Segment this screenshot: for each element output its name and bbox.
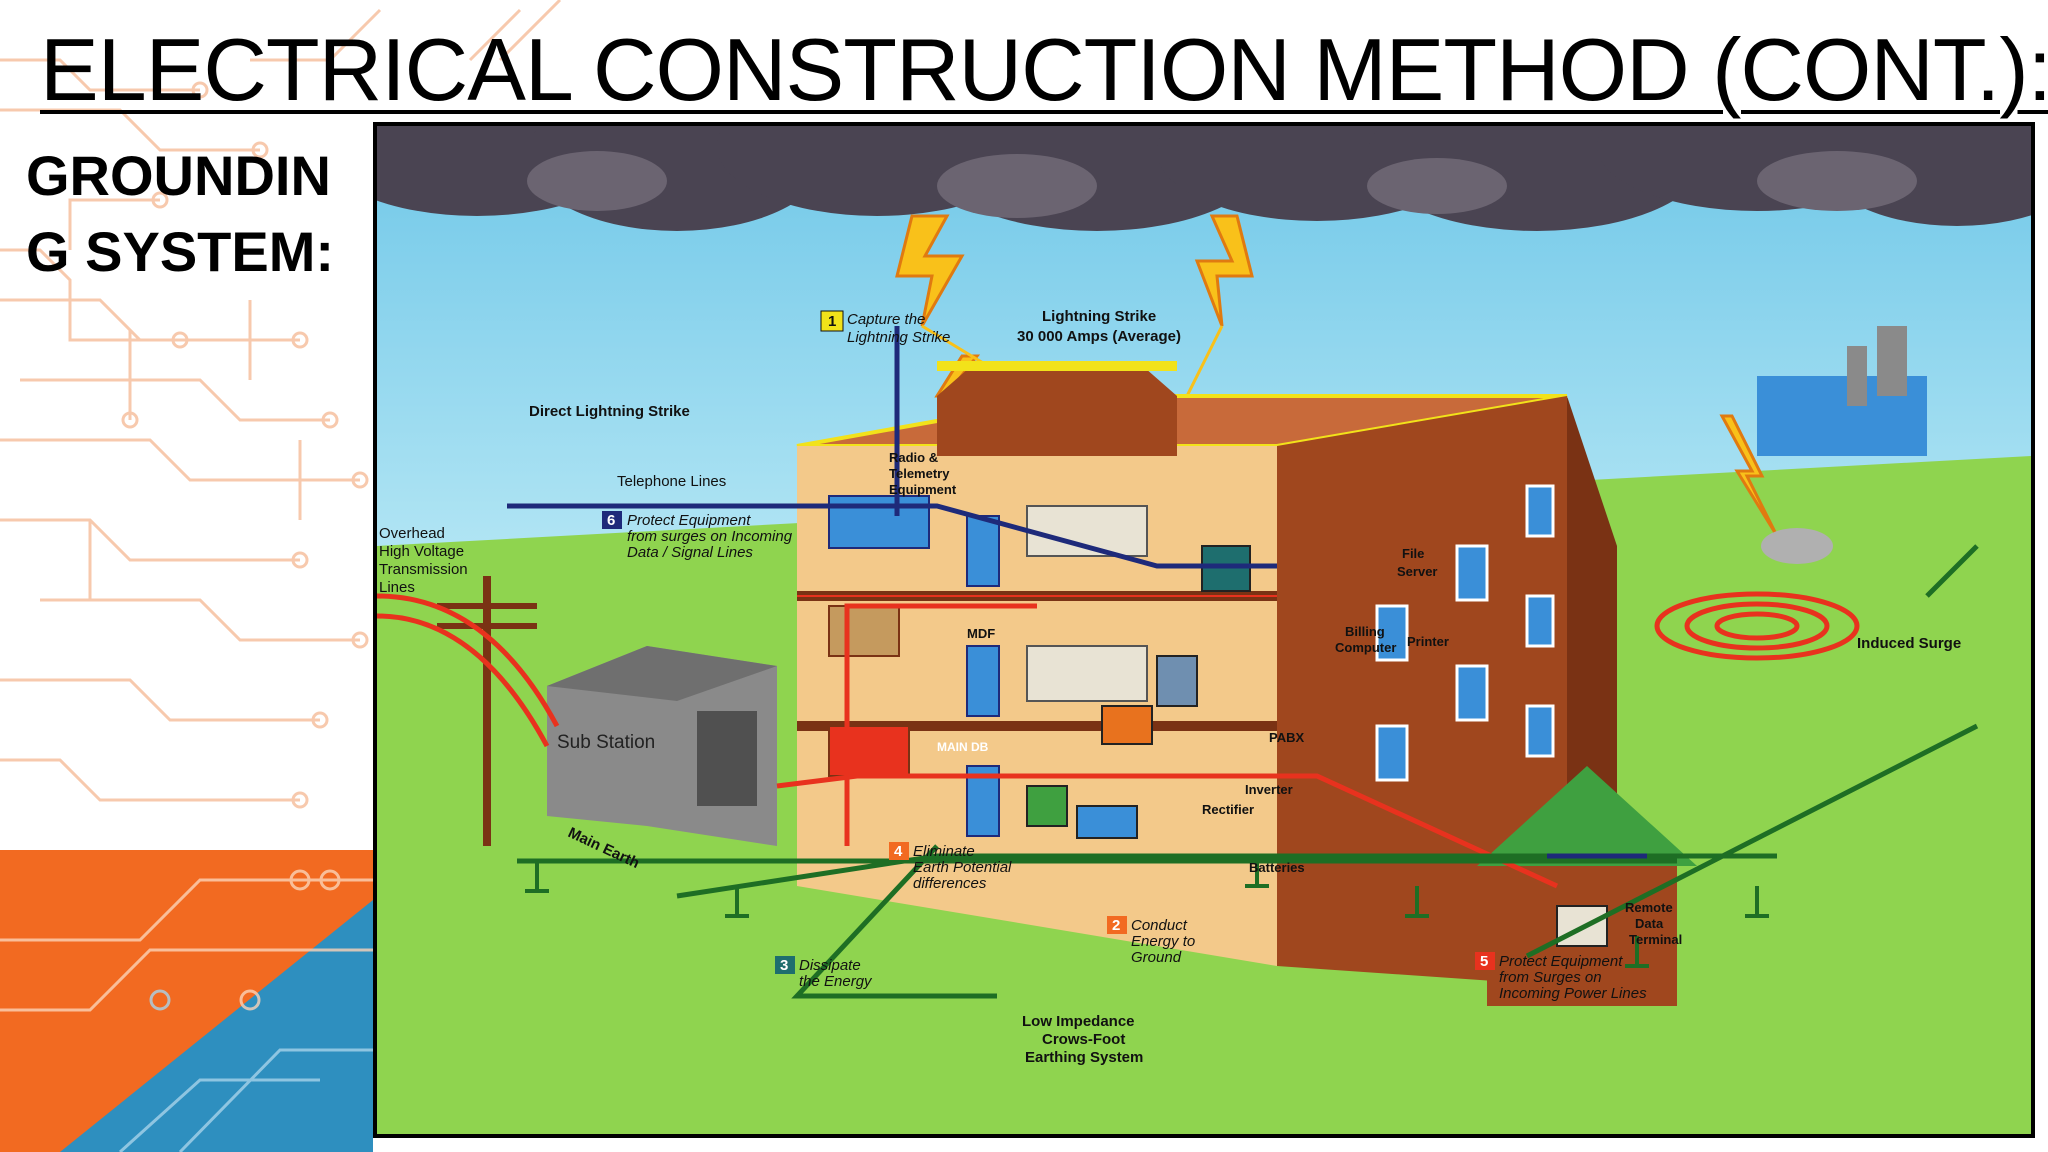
overhead-label-2: High Voltage bbox=[379, 543, 464, 560]
strike-label-1: Lightning Strike bbox=[1042, 308, 1156, 325]
direct-strike-label: Direct Lightning Strike bbox=[529, 403, 690, 420]
remote-label-1: Remote bbox=[1625, 900, 1673, 915]
capture-number: 1 bbox=[828, 313, 836, 330]
induced-surge-label: Induced Surge bbox=[1857, 635, 1961, 652]
protect6-label-2: from surges on Incoming bbox=[627, 528, 793, 545]
slide-subtitle: GROUNDIN G SYSTEM: bbox=[26, 138, 334, 290]
dissipate-label-2: the Energy bbox=[799, 973, 873, 990]
diagram-labels: 1 Capture the Lightning Strike Lightning… bbox=[379, 308, 1961, 1066]
strike-label-2: 30 000 Amps (Average) bbox=[1017, 328, 1181, 345]
telephone-lines-label: Telephone Lines bbox=[617, 473, 726, 490]
capture-label-2: Lightning Strike bbox=[847, 329, 950, 346]
inverter-label: Inverter bbox=[1245, 782, 1293, 797]
main-building bbox=[796, 361, 1617, 986]
circuit-pattern bbox=[0, 0, 562, 809]
conduct-label-1: Conduct bbox=[1131, 917, 1188, 934]
overhead-label-4: Lines bbox=[379, 579, 415, 596]
billing-label-2: Computer bbox=[1335, 640, 1396, 655]
overhead-label-3: Transmission bbox=[379, 561, 468, 578]
ground-stakes bbox=[525, 856, 1769, 968]
overhead-label-1: Overhead bbox=[379, 525, 445, 542]
batteries-label: Batteries bbox=[1249, 860, 1305, 875]
eliminate-label-3: differences bbox=[913, 875, 987, 892]
eliminate-label-2: Earth Potential bbox=[913, 859, 1012, 876]
protect5-number: 5 bbox=[1480, 953, 1488, 970]
low-impedance-label-2: Crows-Foot bbox=[1042, 1031, 1125, 1048]
grounding-diagram: 1 Capture the Lightning Strike Lightning… bbox=[373, 122, 2035, 1138]
low-impedance-label-1: Low Impedance bbox=[1022, 1013, 1135, 1030]
conduct-number: 2 bbox=[1112, 917, 1120, 934]
conduct-label-3: Ground bbox=[1131, 949, 1182, 966]
protect5-label-3: Incoming Power Lines bbox=[1499, 985, 1647, 1002]
file-server-label-2: Server bbox=[1397, 564, 1437, 579]
signal-lines bbox=[507, 326, 1647, 859]
low-impedance-label-3: Earthing System bbox=[1025, 1049, 1143, 1066]
mdf-label: MDF bbox=[967, 626, 995, 641]
conduct-label-2: Energy to bbox=[1131, 933, 1195, 950]
file-server-label-1: File bbox=[1402, 546, 1424, 561]
radio-label-2: Telemetry bbox=[889, 466, 950, 481]
grounding-illustration: 1 Capture the Lightning Strike Lightning… bbox=[377, 126, 2031, 1134]
eliminate-number: 4 bbox=[894, 843, 903, 860]
protect6-label-3: Data / Signal Lines bbox=[627, 544, 753, 561]
remote-label-2: Data bbox=[1635, 916, 1664, 931]
power-pole bbox=[437, 576, 537, 846]
radio-label-1: Radio & bbox=[889, 450, 938, 465]
printer-label: Printer bbox=[1407, 634, 1449, 649]
radio-label-3: Equipment bbox=[889, 482, 957, 497]
remote-label-3: Terminal bbox=[1629, 932, 1682, 947]
dissipate-number: 3 bbox=[780, 957, 788, 974]
billing-label-1: Billing bbox=[1345, 624, 1385, 639]
power-lines bbox=[377, 593, 1559, 889]
ground-conductors bbox=[517, 544, 1979, 999]
blue-accent-band bbox=[60, 900, 373, 1152]
pabx-label: PABX bbox=[1269, 730, 1304, 745]
protect5-label-2: from Surges on bbox=[1499, 969, 1602, 986]
capture-label-1: Capture the bbox=[847, 311, 925, 328]
protect6-label-1: Protect Equipment bbox=[627, 512, 751, 529]
sub-station-label: Sub Station bbox=[557, 732, 655, 753]
main-db-label: MAIN DB bbox=[937, 740, 989, 754]
subtitle-line-2: G SYSTEM: bbox=[26, 220, 335, 283]
slide-title: ELECTRICAL CONSTRUCTION METHOD (CONT.): bbox=[40, 20, 2048, 119]
dissipate-label-1: Dissipate bbox=[799, 957, 861, 974]
induced-surge-rings bbox=[1654, 591, 1860, 661]
protect6-number: 6 bbox=[607, 512, 615, 529]
factory bbox=[1757, 326, 1927, 564]
eliminate-label-1: Eliminate bbox=[913, 843, 975, 860]
protect5-label-1: Protect Equipment bbox=[1499, 953, 1623, 970]
subtitle-line-1: GROUNDIN bbox=[26, 144, 331, 207]
rectifier-label: Rectifier bbox=[1202, 802, 1254, 817]
substation bbox=[547, 646, 777, 846]
